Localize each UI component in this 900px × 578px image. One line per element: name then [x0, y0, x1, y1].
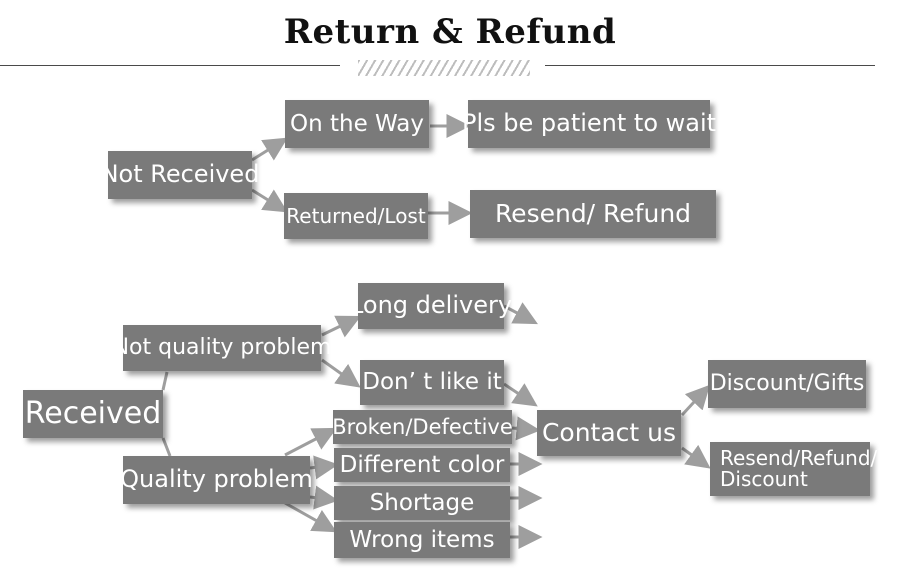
arrow-quality-to-shortage: [309, 485, 339, 510]
title-rule-left: [0, 65, 340, 66]
title-hatch-decoration: [358, 60, 530, 76]
arrow-not-received-to-on-the-way: [251, 137, 288, 162]
node-received: Received: [23, 390, 163, 438]
page-title: Return & Refund: [283, 12, 617, 52]
arrow-not-received-to-returned-lost: [251, 188, 288, 213]
arrow-contact-to-discount: [680, 384, 711, 417]
node-different-color: Different color: [334, 448, 510, 482]
node-not-quality-problem: Not quality problem: [113, 325, 331, 371]
node-not-received: Not Received: [101, 151, 259, 199]
node-discount-gifts: Discount/Gifts: [708, 360, 866, 408]
node-contact-us: Contact us: [537, 410, 681, 456]
arrow-quality-to-different-color: [309, 455, 339, 480]
node-pls-be-patient: Pls be patient to wait: [462, 100, 716, 148]
arrow-dont-like-to-contact: [503, 382, 538, 407]
node-resend-refund-discount: Resend/Refund/ Discount: [710, 442, 877, 496]
arrow-not-quality-to-long-delivery: [321, 315, 362, 338]
node-wrong-items: Wrong items: [334, 522, 510, 558]
link-received-to-quality: [161, 437, 172, 457]
node-long-delivery: Long delivery: [350, 283, 512, 329]
node-shortage: Shortage: [334, 486, 510, 520]
arrow-long-delivery-out: [503, 302, 538, 325]
node-returned-lost: Returned/Lost: [284, 193, 428, 239]
arrow-contact-to-resend-refund-discount: [681, 444, 711, 469]
node-on-the-way: On the Way: [285, 100, 429, 148]
arrow-quality-to-wrong-items: [284, 501, 337, 533]
arrow-broken-to-contact: [511, 416, 541, 441]
node-resend-refund: Resend/ Refund: [470, 190, 716, 238]
arrow-quality-to-broken: [284, 427, 337, 457]
arrow-not-quality-to-dont-like: [321, 358, 361, 388]
node-dont-like-it: Don’ t like it: [360, 360, 504, 405]
link-received-to-not-quality: [161, 371, 169, 391]
title-rule-right: [545, 65, 875, 66]
node-broken-defective: Broken/Defective: [332, 410, 513, 444]
node-quality-problem: Quality problem: [120, 456, 313, 504]
